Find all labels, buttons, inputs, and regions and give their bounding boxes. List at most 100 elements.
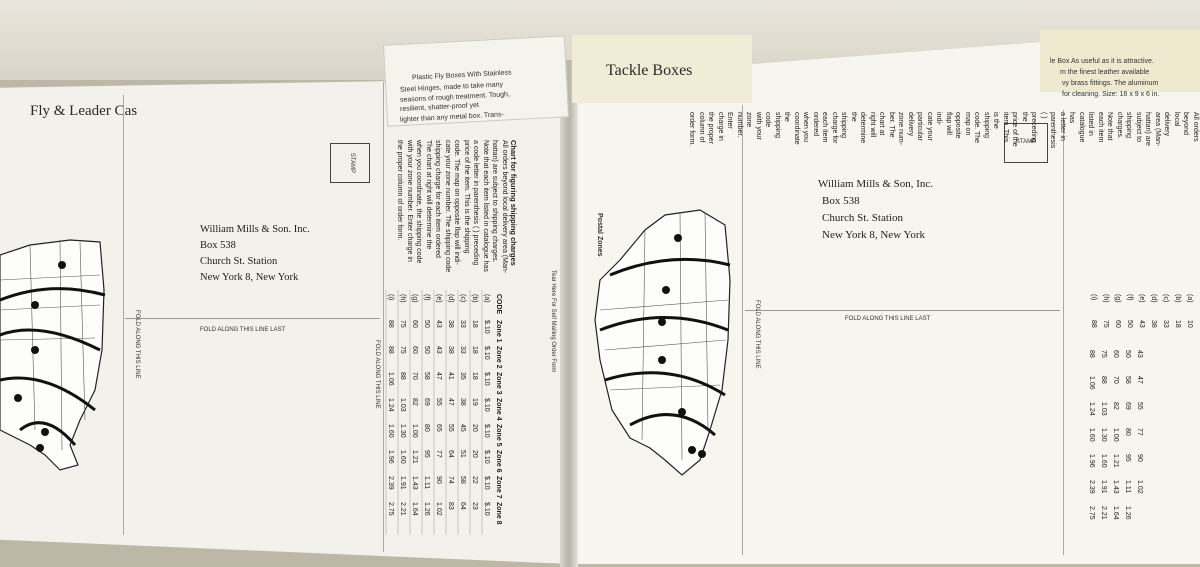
right-chart-cell: 10 [1186,320,1193,328]
right-chart-body-line: ber. The chart at right will determine t… [850,112,895,144]
chart-cell: 74 [447,476,454,484]
chart-cell: $.10 [483,346,490,360]
chart-cell: 1.26 [423,502,430,516]
chart-cell: 55 [447,424,454,432]
fold-divider [123,95,124,535]
left-stamp-label: STAMP [349,152,355,174]
right-chart-body-line: All orders beyond local delivery area (M… [1154,112,1199,147]
right-chart-cell: 1.06 [1090,376,1095,390]
left-address-line-1: William Mills & Son. Inc. [200,224,310,235]
chart-body-line: code. The map on opposite flap will indi… [453,140,461,265]
right-chart-cell: 75 [1100,350,1107,358]
right-chart-body-line: a letter in parenthesis ( ) preceding th… [1021,112,1066,149]
chart-cell: 45 [459,424,466,432]
right-stamp-box: STAMP [1004,123,1048,163]
chart-cell: 90 [435,476,442,484]
fold-divider [1063,110,1064,555]
chart-cell: 20 [471,424,478,432]
chart-cell: 1.03 [399,398,406,412]
chart-cell: 1.64 [411,502,418,516]
chart-cell: 20 [471,450,478,458]
chart-cell: 33 [459,320,466,328]
right-chart-body-line: with your zone number. Enter charge in [717,112,762,141]
left-fold-label-vertical: FOLD ALONG THIS LINE [134,310,140,379]
right-chart-cell: 50 [1126,320,1133,328]
right-chart-cell: 82 [1112,402,1119,410]
right-address-line-2: Box 538 [822,195,860,207]
right-stamp-label: STAMP [1015,139,1037,145]
chart-cell: $.10 [483,502,490,516]
right-chart-cell: (f) [1126,294,1133,301]
chart-body-line: The chart at right will determine the [425,140,432,250]
right-zone-map [594,209,731,476]
right-address-line-1: William Mills & Son, Inc. [818,178,934,190]
chart-body-line: shipping charge for each item ordered [434,140,442,258]
chart-header: CODE [495,294,502,315]
right-chart-cell: 55 [1136,402,1143,410]
chart-cell: $.10 [483,372,490,386]
chart-cell: 18 [471,320,478,328]
chart-cell: (b) [471,294,478,303]
right-chart-cell: 70 [1112,376,1119,384]
right-chart-cell: 38 [1150,320,1157,328]
chart-cell: 1.91 [399,476,406,490]
chart-cell: 88 [387,346,394,354]
right-chart-cell: 2.75 [1090,506,1095,520]
right-chart-cell: 88 [1100,376,1107,384]
chart-cell: 50 [423,320,430,328]
right-chart-cell: (h) [1102,294,1109,303]
right-chart-body-line: hattan) are subject to shipping charges. [1116,112,1152,146]
chart-cell: 19 [471,398,478,406]
left-address-line-4: New York 8, New York [200,272,299,283]
chart-body: All orders beyond local delivery area (M… [395,140,509,273]
right-chart-cell: 2.39 [1090,480,1095,494]
chart-cell: 1.60 [387,424,394,438]
chart-cell: 82 [411,398,418,406]
right-chart-cell: 43 [1138,320,1145,328]
right-chart-cell: 1.02 [1136,480,1143,494]
right-chart-cell: 1.11 [1124,480,1131,493]
chart-cell: 55 [435,398,442,406]
left-chart-block: Chart for figuring shipping charges All … [395,140,519,273]
right-chart-body-line: code. The map on opposite flap will indi… [935,112,981,144]
right-chart-cell: 75 [1102,320,1109,328]
chart-body-line: with your zone number. Enter charge in [406,140,413,262]
fold-line [125,318,380,319]
right-chart-cell: 58 [1124,376,1131,384]
left-page-heading: Fly & Leader Cas [30,103,138,119]
right-chart-cell: 33 [1162,320,1169,328]
chart-cell: 43 [435,346,442,354]
chart-header: Zone 2 [495,346,502,369]
chart-cell: 60 [411,346,418,354]
chart-cell: 1.00 [411,424,418,438]
right-shipping-chart-table: (a)10(b)18(c)33(d)38(e)43(f)50(g)60(h)75… [1090,294,1193,520]
chart-cell: 75 [399,346,406,354]
chart-cell: $.10 [483,320,490,334]
chart-cell: 88 [387,320,394,328]
right-chart-cell: 88 [1090,320,1097,328]
right-chart-body: All orders beyond local delivery area (M… [687,112,1200,148]
chart-cell: 1.21 [411,450,418,464]
chart-cell: (a) [483,294,490,303]
right-chart-cell: 1.26 [1124,506,1131,520]
chart-header: Zone 6 [495,450,502,473]
chart-cell: 77 [435,450,442,458]
right-chart-cell: 43 [1136,350,1143,358]
chart-cell: 2.21 [399,502,406,516]
right-chart-cell: 1.91 [1100,480,1107,494]
chart-cell: 83 [447,502,454,510]
right-chart-cell: 1.21 [1112,454,1119,468]
corner-text-4: for cleaning. Size: 16 x 9 x 6 in. [1062,91,1160,98]
right-chart-cell: 90 [1136,454,1143,462]
right-fold-label-vertical: FOLD ALONG THIS LINE [754,300,760,369]
right-chart-cell: (a) [1186,294,1193,303]
chart-header: Zone 7 [495,476,502,499]
right-chart-cell: 2.21 [1100,506,1107,520]
chart-cell: $.10 [483,398,490,412]
right-chart-cell: 95 [1124,454,1131,462]
chart-cell: 43 [435,320,442,328]
left-fold-label-vertical-2: FOLD ALONG THIS LINE [374,340,380,409]
right-chart-body-line: when you coordinate the shipping code [764,112,810,145]
right-chart-cell: 77 [1136,428,1143,436]
left-zone-map [0,239,106,471]
